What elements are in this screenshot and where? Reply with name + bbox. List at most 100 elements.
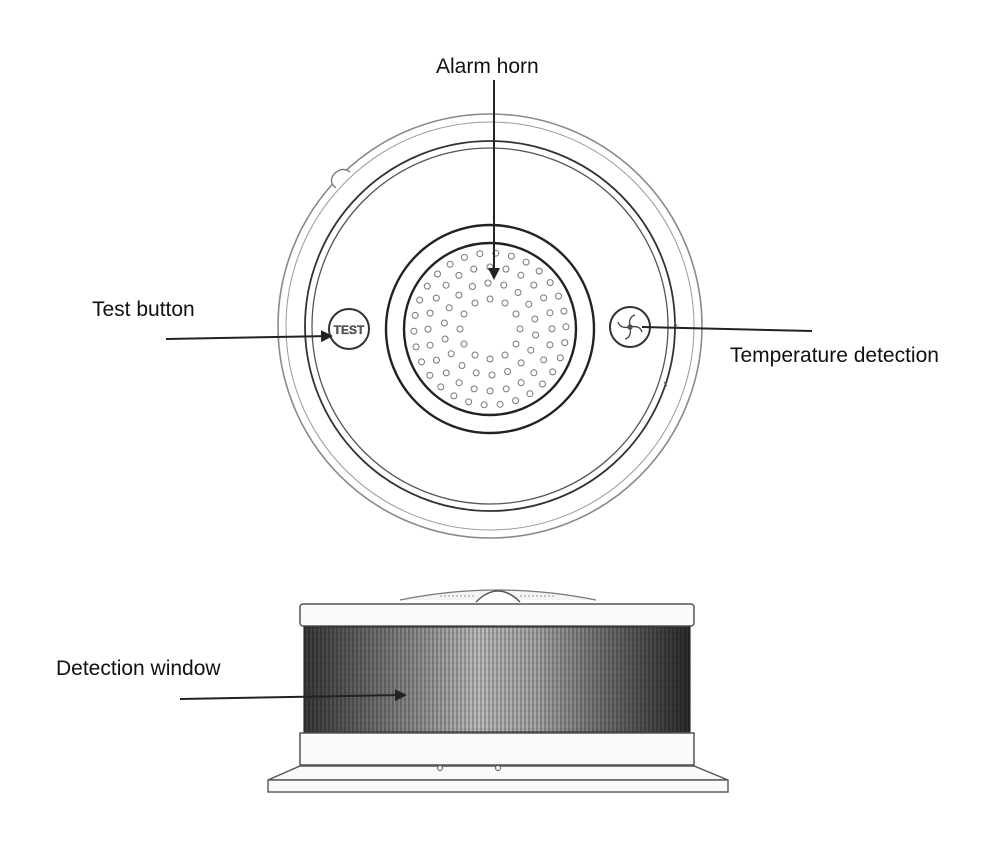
- horn-hole: [456, 325, 464, 333]
- horn-hole: [412, 343, 420, 351]
- horn-hole: [426, 341, 434, 349]
- horn-hole: [484, 279, 492, 287]
- horn-hole: [455, 379, 463, 387]
- horn-hole: [442, 281, 450, 289]
- horn-hole: [556, 354, 564, 362]
- horn-hole: [472, 369, 480, 377]
- test-button[interactable]: TEST: [328, 308, 370, 350]
- horn-hole: [446, 260, 454, 268]
- horn-hole: [486, 295, 494, 303]
- horn-hole: [546, 279, 554, 287]
- detection-window-lines: [304, 627, 690, 732]
- horn-hole: [455, 291, 463, 299]
- horn-hole: [445, 304, 453, 312]
- horn-hole: [460, 310, 468, 318]
- horn-hole: [440, 319, 448, 327]
- horn-hole: [512, 340, 520, 348]
- horn-hole: [471, 351, 479, 359]
- horn-inner-ring: [402, 241, 578, 417]
- horn-hole: [539, 380, 546, 388]
- horn-hole: [424, 325, 432, 333]
- rim-mark: [673, 321, 678, 327]
- horn-hole: [470, 265, 478, 273]
- horn-hole: [512, 310, 520, 318]
- base-screw: [437, 765, 443, 771]
- base-screw: [495, 765, 501, 771]
- horn-hole: [468, 283, 476, 290]
- horn-hole: [516, 325, 524, 333]
- horn-hole: [540, 356, 548, 364]
- horn-hole: [502, 265, 510, 273]
- horn-outer-ring: [384, 223, 596, 435]
- horn-hole: [442, 369, 450, 377]
- horn-hole: [458, 362, 466, 369]
- horn-hole: [416, 296, 424, 304]
- temperature-detection-line: [641, 326, 813, 332]
- horn-hole: [423, 282, 431, 290]
- horn-hole: [500, 281, 508, 289]
- test-button-text: TEST: [334, 323, 365, 337]
- label-detection-window: Detection window: [56, 657, 221, 680]
- horn-hole: [514, 289, 522, 296]
- top-view: TEST: [277, 113, 703, 539]
- horn-hole: [530, 281, 538, 289]
- horn-hole: [480, 401, 488, 409]
- horn-hole: [517, 379, 525, 387]
- outer-ring-inner-edge: [285, 121, 695, 531]
- side-view: [267, 589, 729, 793]
- horn-hole: [560, 307, 568, 315]
- horn-hole: [501, 299, 509, 307]
- horn-hole: [460, 340, 468, 348]
- horn-hole: [517, 359, 525, 367]
- horn-hole: [530, 369, 538, 377]
- horn-hole: [486, 263, 494, 271]
- horn-hole: [561, 339, 569, 347]
- annotation-lines: [165, 80, 813, 702]
- horn-hole: [476, 250, 484, 258]
- horn-hole: [455, 271, 463, 279]
- horn-hole: [555, 292, 562, 300]
- detection-window-arrow: [179, 689, 407, 702]
- horn-hole: [418, 358, 425, 366]
- body-inner-edge: [311, 147, 669, 505]
- horn-hole: [447, 350, 455, 358]
- horn-hole: [486, 387, 494, 395]
- horn-hole: [410, 327, 418, 335]
- horn-hole: [471, 299, 479, 307]
- horn-hole: [486, 355, 494, 363]
- horn-hole: [532, 331, 540, 339]
- horn-hole: [465, 398, 473, 406]
- horn-hole: [426, 371, 434, 379]
- horn-hole: [525, 300, 533, 308]
- horn-hole: [507, 252, 515, 260]
- horn-hole: [460, 253, 468, 261]
- horn-hole: [450, 392, 458, 400]
- label-test-button: Test button: [92, 298, 195, 321]
- horn-hole: [502, 385, 510, 393]
- base-bottom: [267, 779, 729, 793]
- horn-hole: [562, 323, 570, 331]
- horn-hole: [504, 368, 512, 375]
- horn-hole: [501, 351, 509, 359]
- horn-hole: [488, 371, 496, 379]
- horn-hole: [531, 315, 539, 323]
- horn-hole: [470, 385, 478, 393]
- rim-notch: [330, 168, 351, 189]
- lower-band: [299, 732, 695, 766]
- horn-hole: [432, 356, 440, 364]
- horn-hole: [546, 309, 554, 317]
- horn-hole: [411, 311, 419, 319]
- horn-hole: [437, 383, 445, 391]
- horn-hole: [546, 341, 554, 349]
- outer-ring: [277, 113, 703, 539]
- horn-hole: [441, 335, 449, 343]
- test-button-ring[interactable]: [328, 308, 370, 350]
- horn-hole: [522, 258, 530, 266]
- horn-hole: [432, 294, 440, 302]
- horn-hole: [526, 390, 534, 398]
- rim-mark: [663, 381, 668, 387]
- horn-hole: [540, 294, 548, 302]
- label-alarm-horn: Alarm horn: [436, 55, 539, 78]
- horn-hole: [549, 368, 557, 376]
